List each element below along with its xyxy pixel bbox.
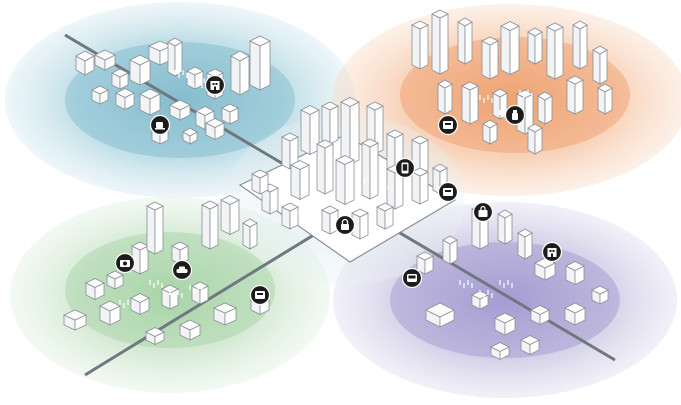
building-78 [517,228,533,260]
building-45 [316,139,334,195]
building-67 [130,293,150,316]
building-18 [205,118,225,141]
building-46 [335,155,355,206]
building-73 [179,319,201,341]
building-88 [520,335,540,356]
building-26 [572,20,588,70]
building-29 [461,81,479,125]
building-13 [169,99,191,121]
building-52 [321,205,339,235]
building-86 [564,302,586,326]
building-sensor-icon [204,74,226,96]
building-27 [592,45,608,85]
markers-layer [114,74,563,306]
car-icon [171,259,193,281]
building-72 [145,327,165,346]
building-44 [290,160,310,201]
building-41 [366,101,384,155]
building-66 [99,300,121,326]
building-60 [146,201,164,255]
building-75 [442,235,458,265]
building-9 [249,35,271,91]
building-sensor-icon [541,241,563,263]
building-3 [129,54,151,86]
building-8 [230,50,250,96]
building-36 [527,123,543,155]
shopping-bag-icon [472,201,494,223]
building-39 [321,101,339,145]
building-54 [376,202,394,230]
building-37 [281,132,299,170]
building-70 [213,302,237,326]
building-32 [537,91,553,125]
building-65 [63,309,87,331]
building-51 [281,202,299,230]
building-57 [85,278,105,301]
building-6 [186,66,204,90]
building-17 [182,127,198,145]
camera-icon [114,252,136,274]
phone-icon [394,157,416,179]
atm-machine-icon [249,284,271,306]
bottle-icon [504,104,526,126]
atm-machine-icon [437,181,459,203]
building-50 [261,183,279,215]
building-85 [530,305,550,326]
building-5 [167,37,183,77]
bus-icon [401,267,423,289]
building-80 [565,261,585,286]
building-68 [161,284,179,310]
building-84 [494,312,516,336]
building-40 [340,97,360,166]
buildings-layer [63,9,613,361]
building-15 [221,103,239,125]
building-35 [482,119,498,145]
building-87 [490,342,510,361]
building-23 [500,21,520,76]
building-47 [361,138,379,200]
building-58 [106,270,124,290]
atm-machine-icon [437,114,459,136]
building-55 [251,169,269,195]
building-49 [411,167,429,205]
building-19 [411,20,429,70]
building-34 [597,83,613,115]
building-81 [591,285,609,305]
building-38 [300,105,320,156]
lock-icon [334,214,356,236]
building-2 [111,68,129,90]
building-25 [546,22,564,80]
building-20 [431,9,449,75]
building-24 [527,27,543,65]
building-12 [139,88,161,116]
building-0 [75,50,95,76]
building-82 [425,302,455,328]
building-77 [497,209,513,245]
building-30 [492,88,508,120]
building-63 [220,195,240,236]
building-64 [242,218,258,250]
building-28 [437,79,453,115]
building-11 [115,88,135,111]
building-10 [91,85,109,105]
building-59 [131,241,149,275]
building-21 [457,17,473,65]
building-74 [416,251,434,275]
building-22 [481,36,499,80]
building-33 [566,75,584,115]
building-62 [201,200,219,250]
building-53 [351,208,369,240]
building-1 [94,49,116,71]
coffee-cup-icon [149,114,171,136]
